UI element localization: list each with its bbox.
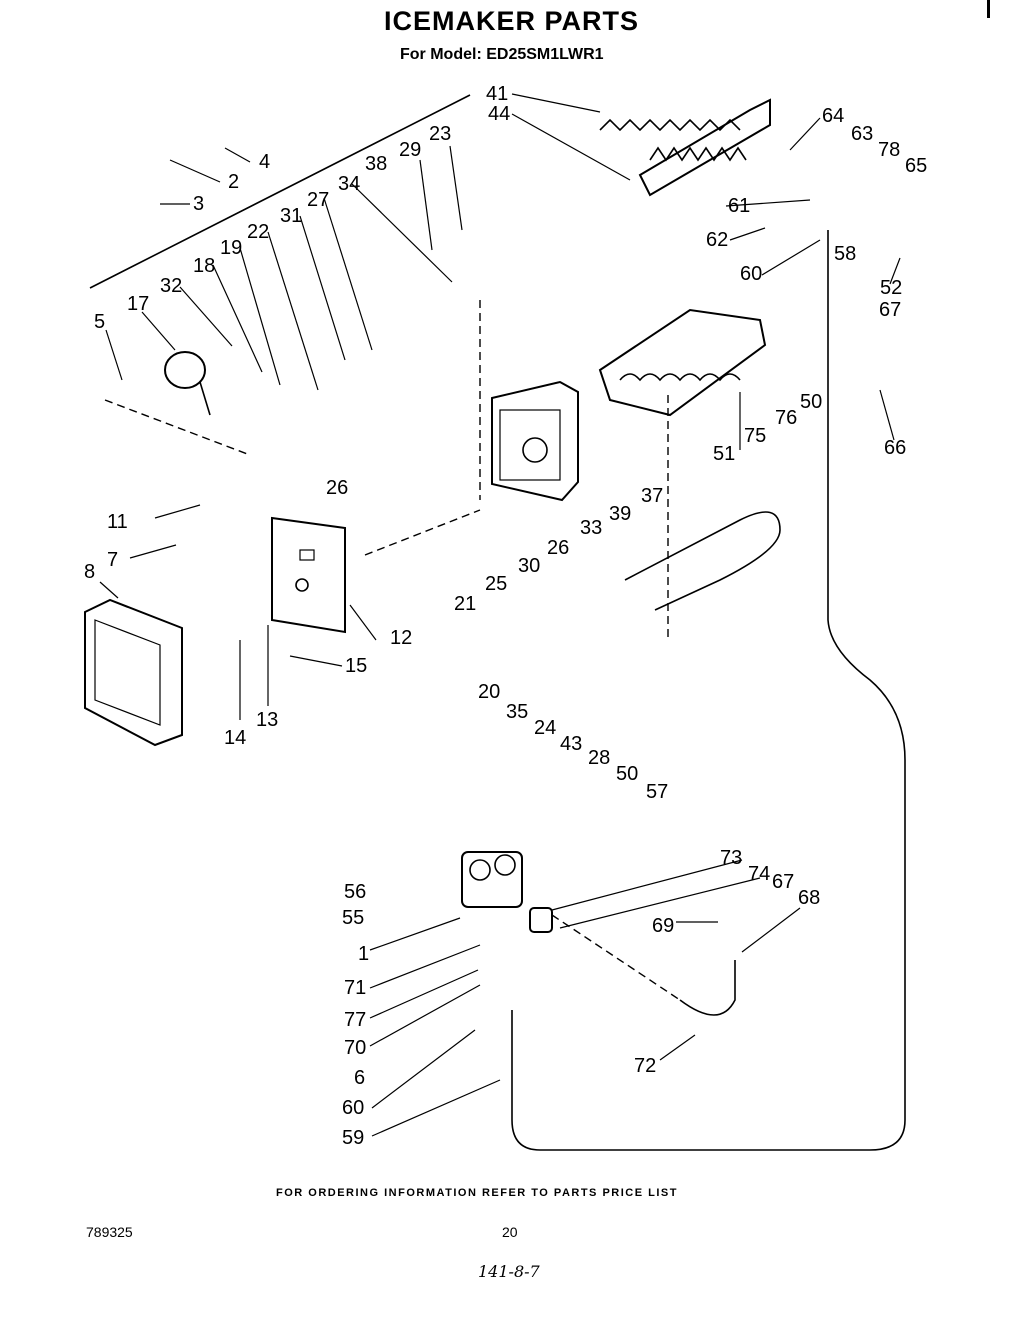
callout-20: 20 (478, 681, 500, 703)
callout-76: 76 (775, 407, 797, 429)
callout-12: 12 (390, 627, 412, 649)
inlet-tube (679, 960, 736, 1016)
callout-60a: 60 (740, 263, 762, 285)
callout-13: 13 (256, 709, 278, 731)
callout-68: 68 (798, 887, 820, 909)
callout-61: 61 (728, 195, 750, 217)
heater (624, 511, 781, 611)
leader-lines (99, 93, 901, 1137)
callout-8: 8 (84, 561, 95, 583)
control-housing (491, 380, 579, 502)
callout-67b: 67 (772, 871, 794, 893)
callout-7: 7 (107, 549, 118, 571)
callout-65: 65 (905, 155, 927, 177)
callout-59: 59 (342, 1127, 364, 1149)
callout-6: 6 (354, 1067, 365, 1089)
callout-18: 18 (193, 255, 215, 277)
page-number: 20 (502, 1224, 518, 1240)
page-edge-mark (987, 0, 990, 18)
callout-31: 31 (280, 205, 302, 227)
callout-24: 24 (534, 717, 556, 739)
callout-37: 37 (641, 485, 663, 507)
callout-32: 32 (160, 275, 182, 297)
callout-50b: 50 (616, 763, 638, 785)
callout-33: 33 (580, 517, 602, 539)
icemaker-mold (598, 98, 771, 417)
callout-43: 43 (560, 733, 582, 755)
callout-64: 64 (822, 105, 844, 127)
callout-78: 78 (878, 139, 900, 161)
callout-21: 21 (454, 593, 476, 615)
callout-27: 27 (307, 189, 329, 211)
callout-26a: 26 (326, 477, 348, 499)
page-title: ICEMAKER PARTS (384, 6, 640, 36)
callout-69: 69 (652, 915, 674, 937)
callout-50a: 50 (800, 391, 822, 413)
callout-67a: 67 (879, 299, 901, 321)
cover (84, 598, 183, 747)
callout-55: 55 (342, 907, 364, 929)
callout-58: 58 (834, 243, 856, 265)
doc-number: 789325 (86, 1224, 133, 1240)
callout-25: 25 (485, 573, 507, 595)
callout-63: 63 (851, 123, 873, 145)
handwritten-note: 141-8-7 (478, 1262, 540, 1281)
callout-29: 29 (399, 139, 421, 161)
model-subtitle: For Model: ED25SM1LWR1 (400, 46, 604, 63)
callout-28: 28 (588, 747, 610, 769)
callout-22: 22 (247, 221, 269, 243)
ordering-note: FOR ORDERING INFORMATION REFER TO PARTS … (276, 1187, 678, 1199)
callout-35: 35 (506, 701, 528, 723)
callout-44: 44 (488, 103, 510, 125)
callout-19: 19 (220, 237, 242, 259)
callout-39: 39 (609, 503, 631, 525)
callout-34: 34 (338, 173, 360, 195)
callout-72: 72 (634, 1055, 656, 1077)
callout-41: 41 (486, 83, 508, 105)
callout-73: 73 (720, 847, 742, 869)
callout-51: 51 (713, 443, 735, 465)
callout-5: 5 (94, 311, 105, 333)
callout-77: 77 (344, 1009, 366, 1031)
callout-60b: 60 (342, 1097, 364, 1119)
callout-14: 14 (224, 727, 246, 749)
callout-4: 4 (259, 151, 270, 173)
callout-52: 52 (880, 277, 902, 299)
callout-62: 62 (706, 229, 728, 251)
module-board (271, 516, 346, 634)
callout-1: 1 (358, 943, 369, 965)
callout-15: 15 (345, 655, 367, 677)
separator-line (89, 94, 471, 289)
callout-26b: 26 (547, 537, 569, 559)
callout-30: 30 (518, 555, 540, 577)
callout-labels: 41 44 23 29 38 34 27 31 22 19 18 32 17 5… (84, 83, 927, 1149)
callout-2: 2 (228, 171, 239, 193)
callout-56: 56 (344, 881, 366, 903)
callout-70: 70 (344, 1037, 366, 1059)
callout-75: 75 (744, 425, 766, 447)
callout-74: 74 (748, 863, 770, 885)
callout-71: 71 (344, 977, 366, 999)
callout-3: 3 (193, 193, 204, 215)
callout-23: 23 (429, 123, 451, 145)
callout-57: 57 (646, 781, 668, 803)
callout-66: 66 (884, 437, 906, 459)
water-valve (461, 851, 553, 933)
callout-11: 11 (107, 511, 128, 533)
callout-17: 17 (127, 293, 149, 315)
callout-38: 38 (365, 153, 387, 175)
fill-tube (511, 230, 906, 1151)
motor (164, 351, 211, 416)
